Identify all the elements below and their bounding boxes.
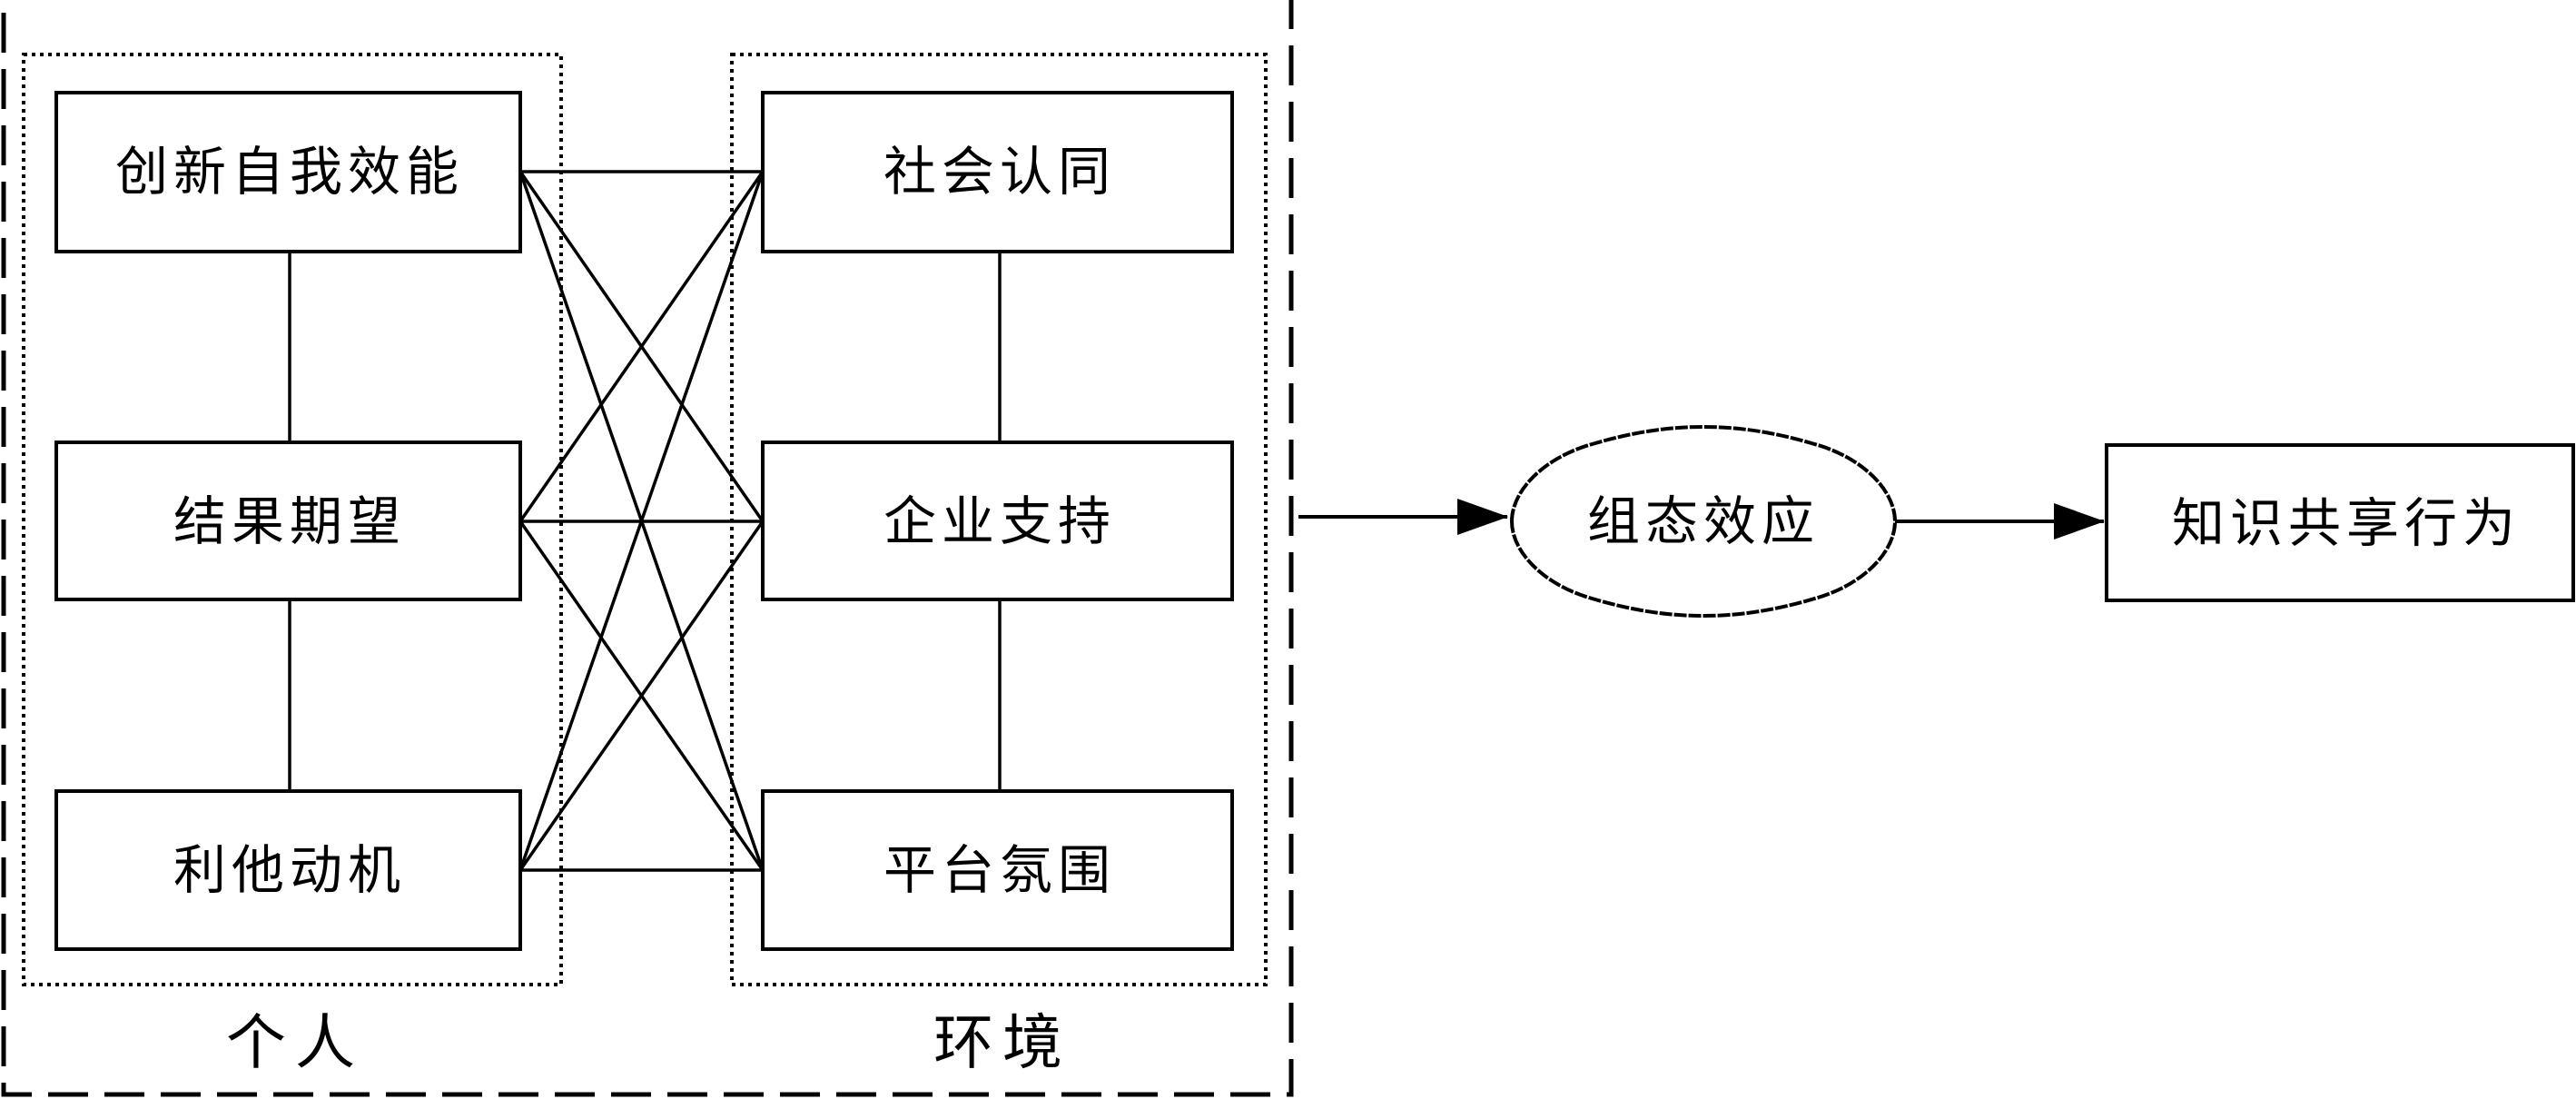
individual-node-1: 创新自我效能 xyxy=(54,91,522,253)
outcome-node: 知识共享行为 xyxy=(2105,443,2575,602)
effect-ellipse xyxy=(1509,424,1898,619)
individual-node-1-label: 创新自我效能 xyxy=(115,141,464,203)
effect-node: 组态效应 xyxy=(1509,424,1898,619)
effect-node-label: 组态效应 xyxy=(1587,490,1820,552)
environment-node-1-label: 社会认同 xyxy=(883,141,1116,203)
outer-dashed-boundary xyxy=(1,0,1294,1097)
environment-node-3: 平台氛围 xyxy=(761,789,1234,951)
outcome-node-label: 知识共享行为 xyxy=(2172,492,2521,554)
environment-node-2: 企业支持 xyxy=(761,441,1234,601)
within-group-links xyxy=(288,252,1002,791)
environment-group-label: 环境 xyxy=(933,1008,1071,1078)
environment-node-3-label: 平台氛围 xyxy=(883,839,1116,901)
individual-node-2-label: 结果期望 xyxy=(173,490,406,552)
individual-group-box xyxy=(22,53,563,986)
individual-node-3-label: 利他动机 xyxy=(173,839,406,901)
environment-node-1: 社会认同 xyxy=(761,91,1234,253)
individual-node-2: 结果期望 xyxy=(54,441,522,601)
environment-group-box xyxy=(730,53,1268,986)
individual-node-3: 利他动机 xyxy=(54,789,522,951)
cross-group-links xyxy=(518,170,765,872)
individual-group-label: 个人 xyxy=(226,1008,364,1078)
environment-node-2-label: 企业支持 xyxy=(883,490,1116,552)
